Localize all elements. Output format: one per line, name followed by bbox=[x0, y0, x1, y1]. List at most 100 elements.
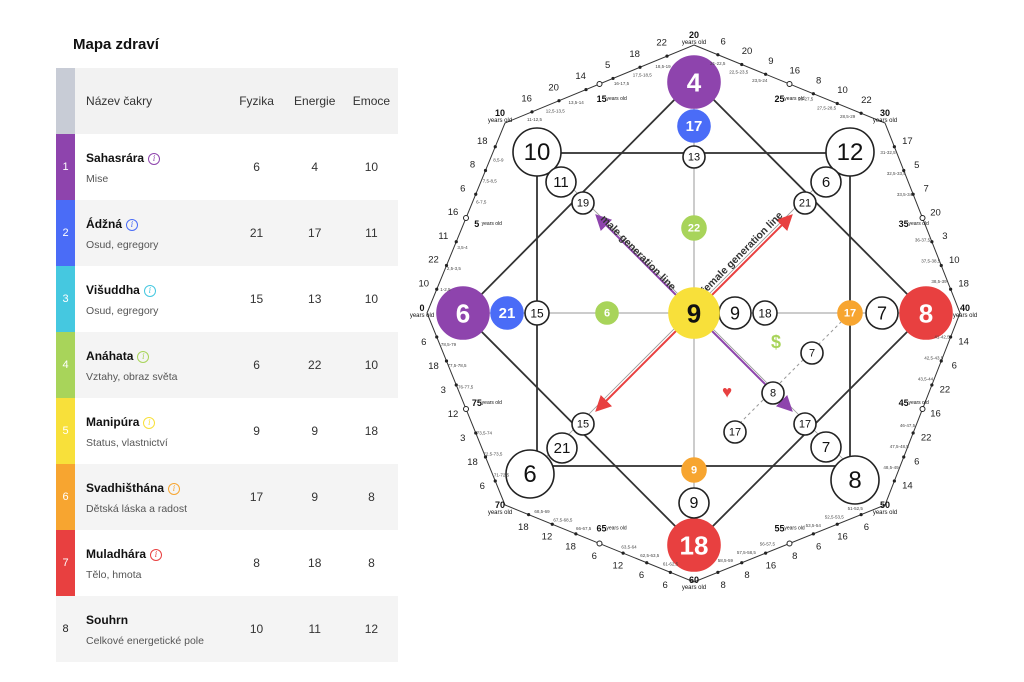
header-fyzika: Fyzika bbox=[239, 94, 274, 108]
mid-age-label: 35 bbox=[899, 219, 909, 229]
range-label: 22,5-23,5 bbox=[729, 69, 749, 74]
range-label: 41-42,5 bbox=[934, 334, 950, 339]
range-label: 7,5-8,5 bbox=[483, 179, 498, 184]
energie-value: 4 bbox=[311, 160, 319, 174]
fyzika-value: 6 bbox=[253, 358, 260, 372]
range-label: 66-67,5 bbox=[576, 526, 592, 531]
range-label: 48,5-49 bbox=[883, 465, 899, 470]
chakra-description: Dětská láska a radost bbox=[86, 503, 188, 515]
range-label: 77,5-78,5 bbox=[448, 363, 468, 368]
ring1-top bbox=[677, 109, 711, 143]
edge-number: 8 bbox=[470, 160, 475, 171]
info-icon[interactable]: i bbox=[137, 351, 150, 363]
edge-dot bbox=[474, 192, 478, 196]
edge-number: 5 bbox=[605, 60, 610, 71]
money-circle-b bbox=[761, 381, 785, 405]
info-icon[interactable]: i bbox=[150, 549, 163, 561]
fyzika-value: 10 bbox=[249, 622, 264, 636]
range-label: 18,5-19 bbox=[655, 64, 671, 69]
ring2-left bbox=[524, 300, 550, 326]
edge-number: 22 bbox=[428, 255, 439, 266]
chakra-description: Mise bbox=[86, 173, 109, 185]
edge-number: 14 bbox=[575, 71, 586, 82]
edge-number: 6 bbox=[816, 541, 821, 552]
edge-number: 18 bbox=[565, 541, 576, 552]
range-label: 42,5-43,5 bbox=[924, 356, 944, 361]
edge-dot bbox=[716, 53, 720, 57]
number-label: 7 bbox=[822, 439, 830, 456]
number-label: 21 bbox=[554, 440, 571, 457]
male-arrow bbox=[595, 214, 681, 300]
range-label: 2,5-3,5 bbox=[447, 266, 462, 271]
number-label: 12 bbox=[837, 139, 864, 166]
age-unit: years old bbox=[873, 118, 897, 124]
male-generation-label: male generation line bbox=[598, 213, 678, 293]
age-unit: years old bbox=[682, 585, 706, 591]
chakra-name: Svadhišthána bbox=[86, 481, 165, 495]
edge-dot bbox=[665, 54, 669, 58]
edge-dot bbox=[444, 263, 449, 268]
emoce-value: 11 bbox=[365, 226, 378, 240]
edge-dot bbox=[454, 240, 458, 244]
heart-top bbox=[681, 215, 707, 241]
heart-icon: ♥ bbox=[722, 383, 732, 402]
chakra-name: Višuddha bbox=[86, 283, 140, 297]
age-label: 30 bbox=[880, 108, 890, 118]
edge-dot bbox=[902, 455, 906, 459]
chakra-description: Osud, egregory bbox=[86, 239, 159, 251]
edge-number: 18 bbox=[428, 361, 439, 372]
edge-dot bbox=[764, 551, 768, 555]
chakra-description: Celkové energetické pole bbox=[86, 635, 204, 647]
edge-number: 16 bbox=[766, 561, 777, 572]
diag2-bottom-left bbox=[571, 412, 595, 436]
mid-age-unit: years old bbox=[908, 221, 929, 227]
money-line-2 bbox=[732, 399, 764, 431]
edge-dot bbox=[930, 240, 934, 244]
range-label: 71-72,5 bbox=[494, 473, 510, 478]
number-label: 21 bbox=[499, 305, 516, 322]
number-label: 11 bbox=[553, 174, 569, 191]
chakra-description: Vztahy, obraz světa bbox=[86, 371, 178, 383]
edge-mid-dot bbox=[596, 81, 603, 87]
info-icon[interactable]: i bbox=[143, 417, 156, 429]
age-label: 20 bbox=[689, 30, 699, 40]
edge-number: 12 bbox=[613, 561, 624, 572]
edge-number: 16 bbox=[790, 66, 801, 77]
number-label: 15 bbox=[530, 307, 544, 321]
range-label: 62,5-63,5 bbox=[640, 553, 660, 558]
edge-number: 5 bbox=[914, 160, 919, 171]
range-label: 63,5-64 bbox=[621, 544, 637, 549]
corner-bottom-left-circle bbox=[505, 449, 555, 499]
info-icon[interactable]: i bbox=[126, 219, 139, 231]
edge-number: 7 bbox=[923, 184, 928, 195]
number-label: 7 bbox=[809, 348, 815, 360]
fyzika-value: 15 bbox=[249, 292, 264, 306]
chakra-number: 6 bbox=[56, 464, 76, 530]
range-label: 61-62,5 bbox=[663, 561, 679, 566]
edge-dot bbox=[474, 431, 478, 435]
info-icon[interactable]: i bbox=[168, 483, 181, 495]
edge-number: 18 bbox=[958, 279, 969, 290]
info-icon[interactable]: i bbox=[143, 285, 156, 297]
edge-dot bbox=[716, 570, 720, 574]
edge-dot bbox=[645, 561, 649, 565]
chakra-description: Tělo, hmota bbox=[86, 569, 142, 581]
edge-dot bbox=[527, 513, 531, 517]
info-icon[interactable]: i bbox=[148, 153, 161, 165]
chakra-description: Osud, egregory bbox=[86, 305, 159, 317]
mid-age-unit: years old bbox=[482, 221, 503, 227]
emoce-value: 10 bbox=[364, 292, 379, 306]
edge-number: 8 bbox=[816, 75, 821, 86]
age-label: 60 bbox=[689, 575, 699, 585]
edge-dot bbox=[892, 479, 896, 483]
number-label: 21 bbox=[799, 198, 811, 210]
edge-number: 10 bbox=[949, 255, 960, 266]
lower-left-arrow bbox=[595, 326, 681, 412]
number-label: 17 bbox=[686, 118, 703, 135]
